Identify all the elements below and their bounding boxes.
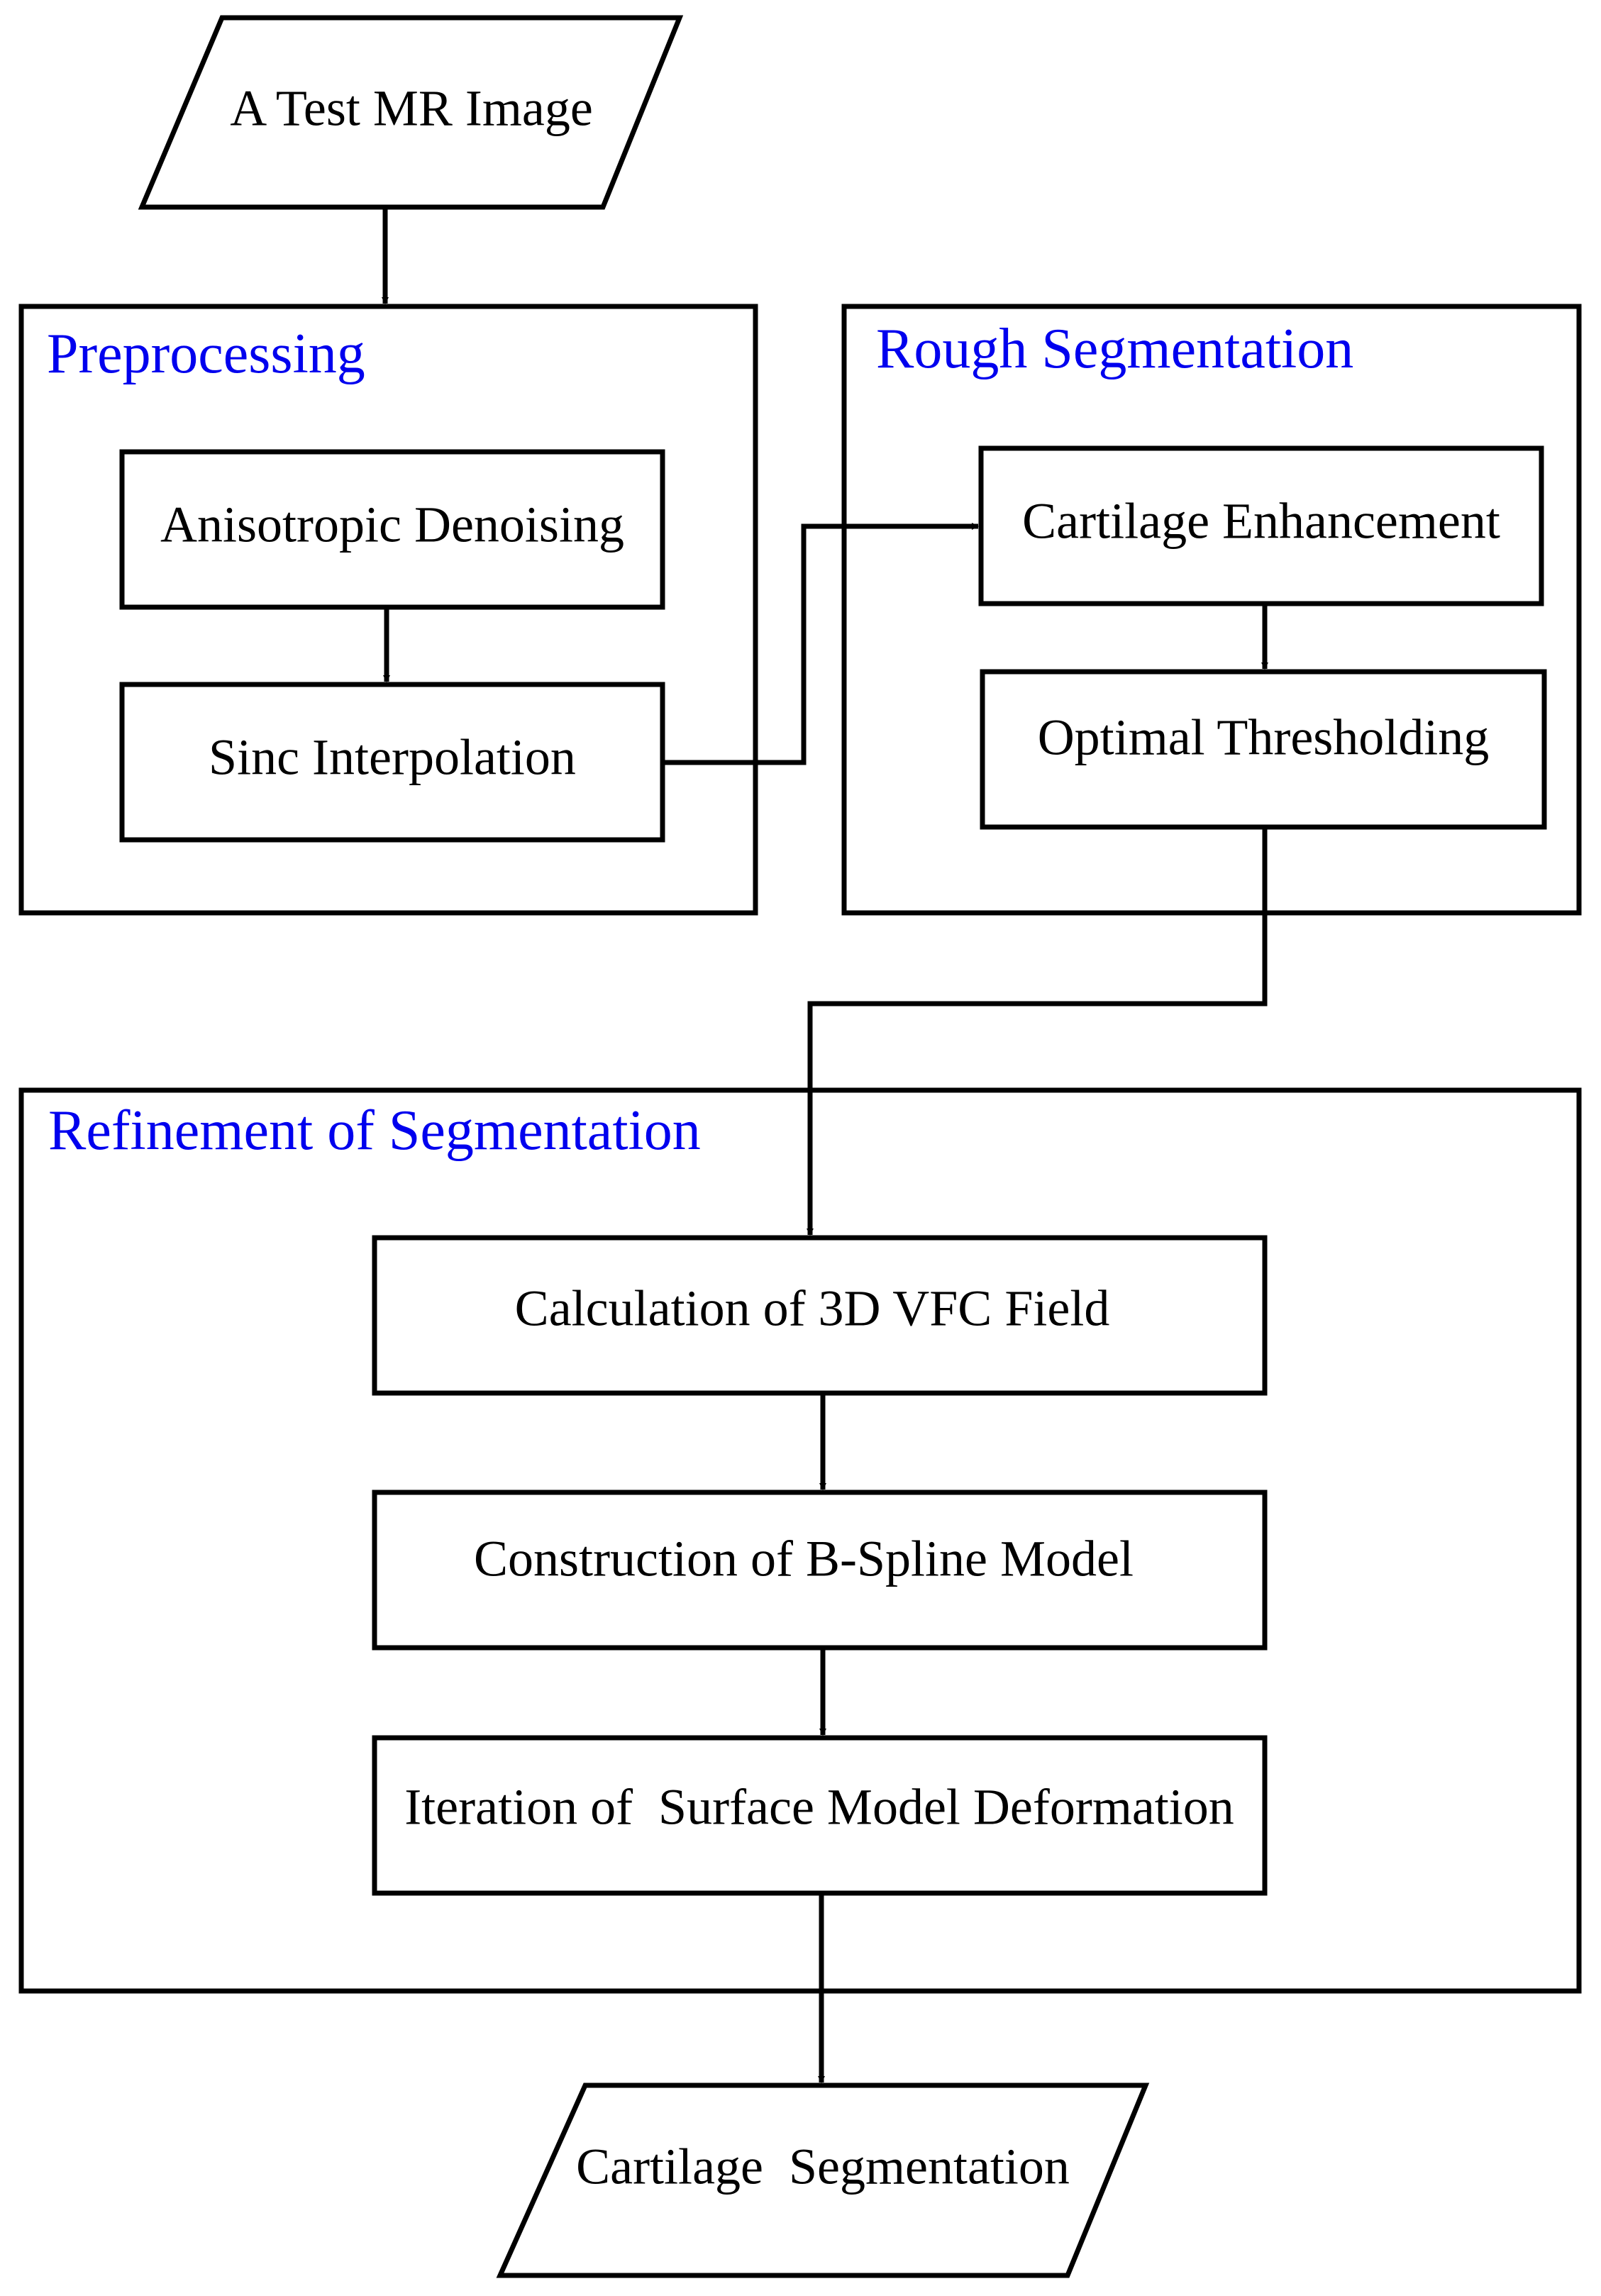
bspline-model-label: Construction of B-Spline Model	[474, 1531, 1134, 1587]
refinement-group	[18, 1087, 1582, 1994]
anisotropic-denoising-label: Anisotropic Denoising	[160, 497, 624, 553]
preprocessing-group	[18, 304, 758, 916]
output-label: Cartilage Segmentation	[576, 2139, 1070, 2195]
arrow-thresholding-to-vfc	[807, 827, 1268, 1236]
vfc-field-box	[372, 1235, 1268, 1396]
cartilage-enhancement-label: Cartilage Enhancement	[1022, 493, 1500, 550]
output-parallelogram	[496, 2083, 1150, 2278]
bspline-model-box	[372, 1490, 1268, 1651]
rough-segmentation-group	[841, 304, 1582, 916]
surface-deformation-label: Iteration of Surface Model Deformation	[404, 1779, 1234, 1836]
vfc-field-label: Calculation of 3D VFC Field	[515, 1280, 1110, 1337]
optimal-thresholding-label: Optimal Thresholding	[1038, 709, 1490, 766]
surface-deformation-box	[372, 1735, 1268, 1896]
sinc-interpolation-label: Sinc Interpolation	[209, 729, 576, 786]
cartilage-enhancement-box	[978, 445, 1544, 606]
optimal-thresholding-box	[980, 669, 1547, 830]
preprocessing-group-title: Preprocessing	[47, 323, 365, 385]
sinc-interpolation-box	[119, 682, 665, 843]
input-parallelogram	[138, 15, 684, 210]
arrow-sinc-to-enhancement	[663, 523, 979, 765]
anisotropic-denoising-box	[119, 449, 665, 610]
rough-segmentation-group-title: Rough Segmentation	[876, 318, 1353, 380]
input-label: A Test MR Image	[230, 80, 593, 137]
refinement-group-title: Refinement of Segmentation	[48, 1099, 701, 1162]
